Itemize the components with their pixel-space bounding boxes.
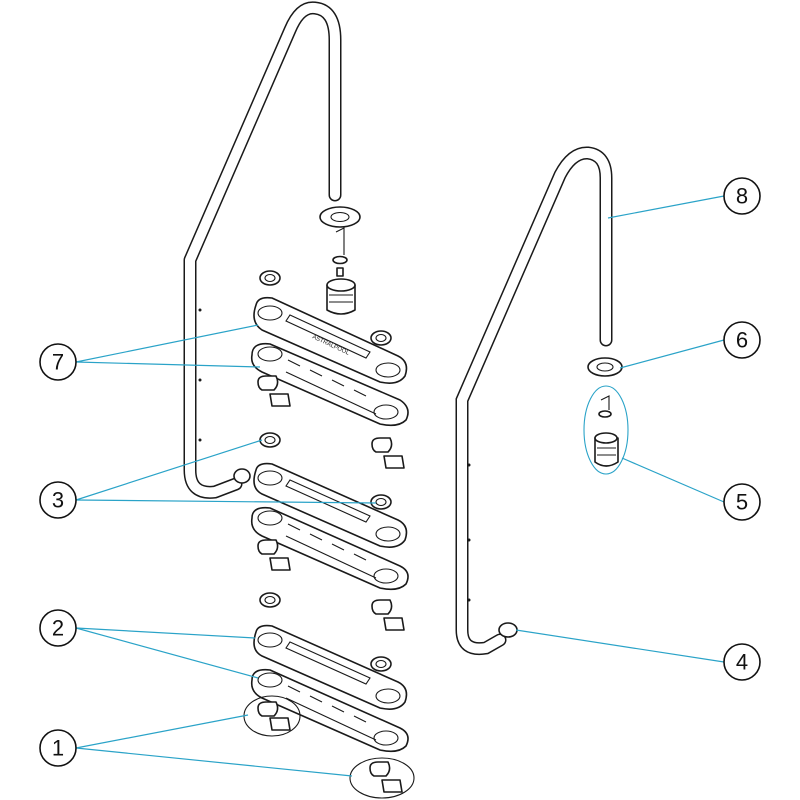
callout-8-label: 8	[736, 184, 748, 209]
callout-8: 8	[723, 177, 761, 215]
callout-6-label: 6	[736, 328, 748, 353]
leader-3a	[75, 439, 263, 501]
clip-right-top	[371, 437, 405, 469]
right-handrail	[455, 146, 613, 656]
leader-7a	[75, 324, 259, 363]
leader-5	[621, 457, 725, 503]
leader-7b	[75, 361, 261, 368]
leader-2b	[75, 627, 259, 679]
left-anchor-assembly	[319, 206, 361, 315]
callout-3: 3	[39, 481, 77, 519]
callout-2-label: 2	[52, 616, 64, 641]
callout-6: 6	[723, 321, 761, 359]
callout-7: 7	[39, 343, 77, 381]
leader-1a	[75, 714, 249, 749]
leader-lines	[75, 195, 725, 777]
callout-4-label: 4	[736, 650, 748, 675]
leader-4	[515, 629, 725, 663]
bottom-clips	[243, 695, 415, 799]
leader-2a	[75, 627, 256, 639]
tread-bottom	[250, 592, 409, 753]
leader-1b	[75, 747, 353, 777]
right-anchor-assembly	[583, 357, 629, 475]
tread-top: ASTRALPOOL	[250, 270, 409, 469]
clip-left-top	[257, 375, 291, 407]
callout-7-label: 7	[52, 350, 64, 375]
leader-8	[607, 195, 725, 219]
callout-1-label: 1	[52, 736, 64, 761]
callout-3-label: 3	[52, 488, 64, 513]
callout-1: 1	[39, 729, 77, 767]
end-cap-left	[233, 468, 251, 484]
callout-5: 5	[723, 483, 761, 521]
tread-middle	[250, 432, 409, 631]
leader-6	[619, 339, 725, 369]
callout-5-label: 5	[736, 490, 748, 515]
left-handrail	[183, 1, 342, 499]
callout-4: 4	[723, 643, 761, 681]
callout-2: 2	[39, 609, 77, 647]
leader-3b	[75, 499, 377, 504]
end-cap-right	[498, 622, 518, 638]
